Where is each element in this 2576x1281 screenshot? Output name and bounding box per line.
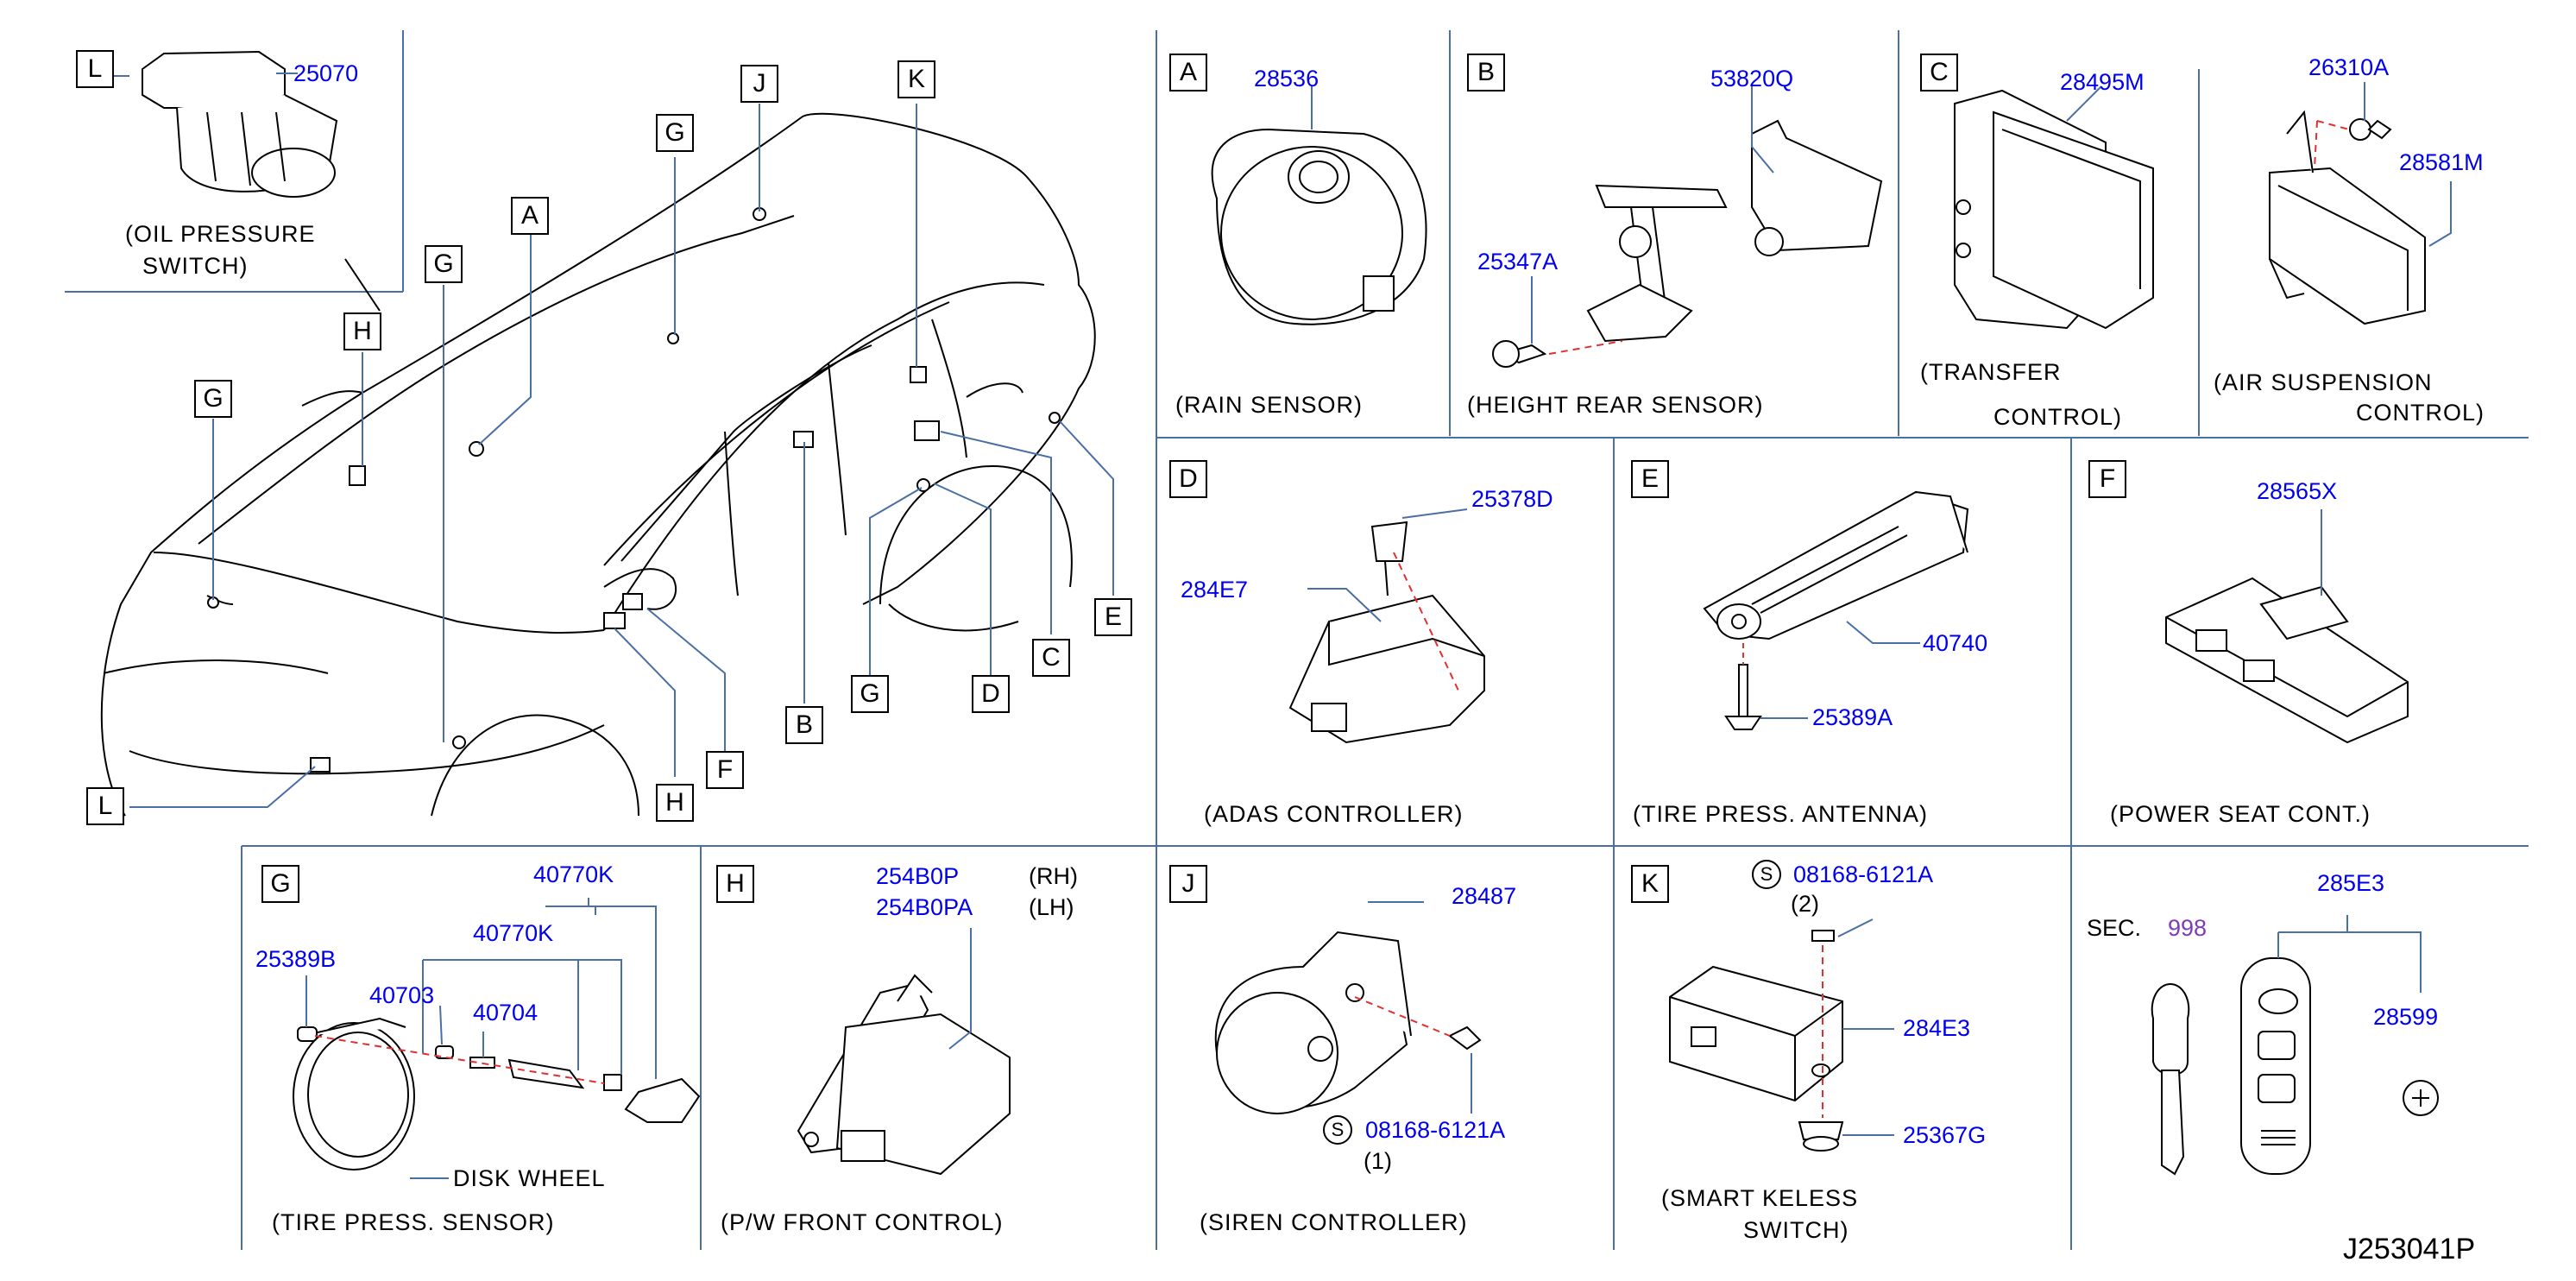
callout-F: F bbox=[706, 751, 744, 789]
bolt-qty-j: (1) bbox=[1364, 1148, 1392, 1174]
power-seat-cont-art bbox=[2165, 577, 2409, 744]
overview-leaders bbox=[95, 75, 1114, 808]
caption-tire-press-sensor: (TIRE PRESS. SENSOR) bbox=[272, 1209, 555, 1235]
bolt-qty-k: (2) bbox=[1791, 891, 1819, 917]
caption-oil-pressure-2: SWITCH) bbox=[142, 253, 249, 279]
caption-transfer-2: CONTROL) bbox=[1993, 404, 2122, 430]
part-08168-6121A-k: 08168-6121A bbox=[1793, 861, 1934, 887]
callout-L-section: L bbox=[76, 50, 114, 88]
callout-H-upper: H bbox=[343, 312, 381, 350]
part-26310A: 26310A bbox=[2308, 54, 2390, 80]
section-letter-C: C bbox=[1920, 54, 1958, 92]
part-285E3: 285E3 bbox=[2317, 870, 2385, 896]
siren-controller-art bbox=[1214, 931, 1482, 1114]
standard-part-symbol: S bbox=[1323, 1115, 1352, 1145]
smart-keyless-switch-art bbox=[1669, 930, 1844, 1152]
vehicle-outline bbox=[100, 112, 1096, 817]
section-letter-D: D bbox=[1169, 460, 1207, 498]
caption-siren-controller: (SIREN CONTROLLER) bbox=[1200, 1209, 1468, 1235]
part-08168-6121A-j: 08168-6121A bbox=[1365, 1117, 1506, 1143]
disk-wheel-label: DISK WHEEL bbox=[453, 1165, 606, 1191]
section-ref-998[interactable]: 998 bbox=[2168, 915, 2208, 941]
part-28565X: 28565X bbox=[2257, 478, 2338, 504]
part-254B0P: 254B0P bbox=[876, 863, 960, 889]
adas-controller-art bbox=[1288, 521, 1485, 744]
height-sensor-art bbox=[1492, 119, 1883, 368]
caption-adas-controller: (ADAS CONTROLLER) bbox=[1204, 801, 1464, 827]
part-25347A: 25347A bbox=[1477, 249, 1559, 274]
section-letter-J: J bbox=[1169, 865, 1207, 903]
caption-rain-sensor: (RAIN SENSOR) bbox=[1175, 392, 1364, 418]
callout-A: A bbox=[511, 197, 549, 235]
callout-J: J bbox=[740, 65, 778, 103]
part-284E3: 284E3 bbox=[1903, 1015, 1971, 1041]
caption-height-rear-sensor: (HEIGHT REAR SENSOR) bbox=[1467, 392, 1764, 418]
callout-B: B bbox=[785, 706, 823, 744]
part-40703: 40703 bbox=[369, 982, 435, 1008]
part-40704: 40704 bbox=[473, 1000, 539, 1025]
part-28599: 28599 bbox=[2373, 1004, 2439, 1030]
side-rh: (RH) bbox=[1029, 863, 1078, 889]
part-254B0PA: 254B0PA bbox=[876, 894, 973, 920]
sec-prefix: SEC. bbox=[2087, 915, 2142, 941]
caption-smart-keyless-2: SWITCH) bbox=[1743, 1217, 1849, 1243]
tire-antenna-art bbox=[1703, 490, 1969, 730]
part-40770K-upper: 40770K bbox=[533, 861, 614, 887]
side-lh: (LH) bbox=[1029, 894, 1074, 920]
part-53820Q: 53820Q bbox=[1710, 66, 1794, 92]
pw-front-control-art bbox=[797, 974, 1011, 1176]
part-28536: 28536 bbox=[1254, 66, 1319, 92]
part-28487: 28487 bbox=[1452, 883, 1517, 909]
callout-G-wheel: G bbox=[851, 675, 889, 713]
section-letter-G: G bbox=[261, 865, 299, 903]
part-40770K-lower: 40770K bbox=[473, 920, 554, 946]
rain-sensor-art bbox=[1211, 128, 1427, 325]
caption-transfer-1: (TRANSFER bbox=[1920, 359, 2062, 385]
part-25389A: 25389A bbox=[1812, 704, 1893, 730]
caption-oil-pressure-1: (OIL PRESSURE bbox=[125, 221, 316, 247]
caption-air-suspension-1: (AIR SUSPENSION bbox=[2214, 369, 2433, 395]
oil-pressure-switch-art bbox=[142, 50, 338, 198]
callout-G-front: G bbox=[194, 380, 232, 418]
air-suspension-control-art bbox=[2269, 110, 2426, 325]
part-25070: 25070 bbox=[293, 60, 359, 86]
callout-E: E bbox=[1094, 598, 1132, 636]
transfer-control-art bbox=[1954, 89, 2154, 330]
section-letter-A: A bbox=[1169, 54, 1207, 92]
vehicle-part-markers bbox=[207, 207, 1061, 773]
diagram-code: J253041P bbox=[2343, 1233, 2476, 1265]
callout-D: D bbox=[972, 675, 1010, 713]
section-letter-B: B bbox=[1467, 54, 1505, 92]
tire-sensor-art bbox=[293, 1017, 701, 1171]
part-284E7: 284E7 bbox=[1181, 577, 1249, 603]
part-40740: 40740 bbox=[1923, 630, 1988, 656]
callout-G-pillar: G bbox=[425, 245, 463, 283]
callout-C: C bbox=[1032, 639, 1070, 677]
section-letter-H: H bbox=[716, 865, 754, 903]
section-letter-F: F bbox=[2088, 460, 2126, 498]
caption-smart-keyless-1: (SMART KELESS bbox=[1661, 1185, 1859, 1211]
callout-G-roof: G bbox=[656, 114, 694, 152]
section-letter-E: E bbox=[1631, 460, 1669, 498]
caption-air-suspension-2: CONTROL) bbox=[2356, 400, 2485, 426]
smart-key-art bbox=[2151, 957, 2439, 1176]
callout-K: K bbox=[898, 60, 935, 98]
caption-pw-front-control: (P/W FRONT CONTROL) bbox=[721, 1209, 1004, 1235]
part-28581M: 28581M bbox=[2399, 149, 2484, 175]
section-letter-K: K bbox=[1631, 865, 1669, 903]
part-28495M: 28495M bbox=[2060, 69, 2145, 95]
callout-H-lower: H bbox=[656, 784, 694, 822]
caption-power-seat-cont: (POWER SEAT CONT.) bbox=[2110, 801, 2371, 827]
standard-part-symbol: S bbox=[1752, 860, 1781, 889]
caption-tire-press-antenna: (TIRE PRESS. ANTENNA) bbox=[1633, 801, 1929, 827]
part-25367G: 25367G bbox=[1903, 1122, 1987, 1148]
part-25378D: 25378D bbox=[1471, 486, 1553, 512]
part-25389B: 25389B bbox=[255, 946, 337, 972]
frame-lines bbox=[65, 30, 2529, 1250]
callout-L: L bbox=[86, 787, 124, 825]
